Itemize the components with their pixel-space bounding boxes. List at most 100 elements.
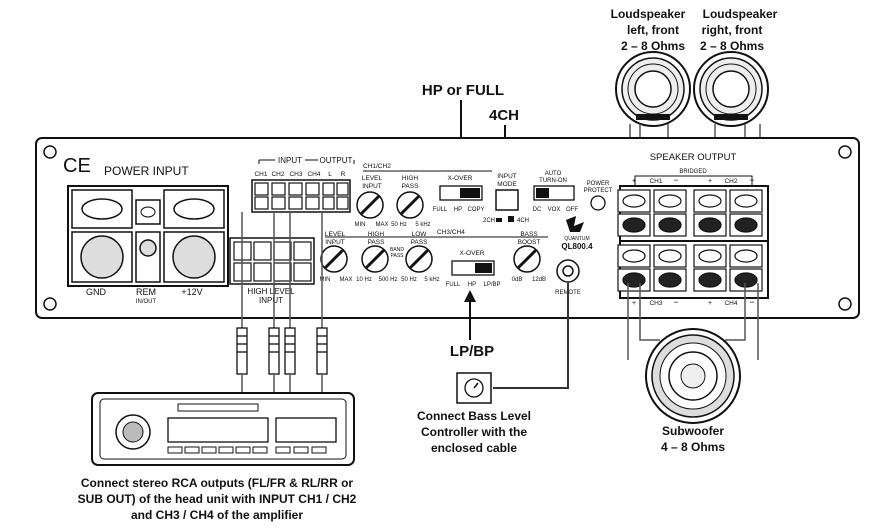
head-unit-label: Connect stereo RCA outputs (FL/FR & RL/R…	[78, 476, 357, 522]
high-pass-label: HIGH	[402, 175, 419, 182]
bridged-bracket	[634, 175, 753, 186]
power-terminal-block	[67, 185, 229, 287]
input-mode-4ch-mark	[508, 216, 514, 222]
speaker-terminal-screw	[622, 249, 646, 263]
speaker-terminal-screw	[658, 217, 682, 233]
subwoofer-label: Subwoofer	[662, 424, 724, 438]
lp-50hz-label: 50 Hz	[401, 277, 417, 283]
speaker-terminal-screw	[698, 272, 722, 288]
xover-label: X-OVER	[448, 175, 473, 182]
svg-text:Loudspeaker: Loudspeaker	[611, 7, 686, 21]
level2-max-label: MAX	[339, 277, 352, 283]
level-input-knob[interactable]	[356, 191, 384, 219]
input-mode-label-2: MODE	[497, 181, 517, 188]
logo-model-label: QL800.4	[561, 242, 593, 251]
rem-sub-label: IN/OUT	[136, 299, 157, 305]
hp-5khz-label: 5 kHz	[415, 222, 430, 228]
lpbp-arrow-head	[464, 290, 476, 302]
svg-text:and CH3 / CH4 of the amplifier: and CH3 / CH4 of the amplifier	[131, 508, 303, 522]
gnd-label: GND	[86, 287, 107, 297]
xover2-label: X-OVER	[460, 250, 485, 257]
band-pass-label-2: PASS	[391, 253, 405, 259]
speaker-terminal-screw	[734, 272, 758, 288]
auto-vox-label: VOX	[548, 207, 561, 213]
xover-copy-label: COPY	[467, 207, 484, 213]
high-level-label: HIGH LEVEL	[247, 287, 295, 296]
svg-text:2 – 8 Ohms: 2 – 8 Ohms	[621, 39, 685, 53]
speaker-terminal-screw	[658, 272, 682, 288]
bass-0db-label: 0dB	[512, 277, 523, 283]
input-mode-4ch-label: 4CH	[517, 218, 529, 224]
low-pass-label-2: PASS	[411, 239, 429, 246]
power-protect-led	[590, 195, 606, 211]
ch12-label: CH1/CH2	[363, 163, 391, 170]
level-max-label: MAX	[375, 222, 388, 228]
xover-hp-label: HP	[454, 207, 462, 213]
level-input2-label-2: INPUT	[325, 239, 345, 246]
power-protect-label-2: PROTECT	[584, 188, 613, 194]
level-input2-knob[interactable]	[320, 245, 348, 273]
bass-boost-knob[interactable]	[513, 245, 541, 273]
remote-jack[interactable]	[556, 259, 580, 283]
xover2-switch[interactable]	[451, 260, 495, 276]
four-ch-callout: 4CH	[489, 107, 519, 124]
rca-jack-block	[251, 179, 351, 213]
speaker-right-label: Loudspeaker right, front 2 – 8 Ohms	[700, 7, 778, 53]
subwoofer-icon	[645, 328, 741, 424]
high-pass2-label-2: PASS	[368, 239, 386, 246]
high-pass-knob[interactable]	[396, 191, 424, 219]
head-unit-icon	[91, 392, 355, 466]
rca-cables	[241, 212, 323, 330]
speaker-left-label: Loudspeaker left, front 2 – 8 Ohms	[611, 7, 686, 53]
high-pass-label-2: PASS	[402, 183, 420, 190]
svg-text:enclosed cable: enclosed cable	[431, 441, 517, 455]
svg-text:R: R	[341, 171, 346, 178]
subwoofer-wires	[627, 283, 759, 360]
loudspeaker-right-icon	[693, 51, 769, 127]
speaker-terminal-block	[617, 185, 769, 299]
svg-text:CH1: CH1	[254, 171, 267, 178]
level-min-label: MIN	[355, 222, 366, 228]
speaker-terminal-screw	[734, 249, 758, 263]
high-level-input-connector	[229, 237, 315, 285]
svg-text:left, front: left, front	[627, 23, 679, 37]
ch1-label: CH1	[649, 178, 662, 185]
input-mode-2ch-mark	[496, 218, 502, 222]
bass-controller-label: Connect Bass Level Controller with the e…	[417, 409, 531, 455]
svg-text:2 – 8 Ohms: 2 – 8 Ohms	[700, 39, 764, 53]
auto-turn-on-switch[interactable]	[533, 185, 575, 201]
svg-text:Loudspeaker: Loudspeaker	[703, 7, 778, 21]
speaker-terminal-screw	[734, 194, 758, 208]
loudspeaker-left-icon	[615, 51, 691, 127]
svg-text:INPUT: INPUT	[278, 156, 302, 165]
low-pass-knob[interactable]	[405, 245, 433, 273]
ch34-label: CH3/CH4	[437, 229, 465, 236]
lpbp-callout: LP/BP	[450, 343, 494, 360]
bass-boost-label-2: BOOST	[518, 239, 541, 246]
input-mode-2ch-label: 2CH	[483, 218, 495, 224]
auto-turn-on-label: AUTO	[545, 171, 562, 177]
level-input2-label: LEVEL	[325, 231, 346, 238]
speaker-terminal-screw	[622, 194, 646, 208]
high-pass2-label: HIGH	[368, 231, 385, 238]
speaker-output-label: SPEAKER OUTPUT	[650, 152, 737, 163]
xover-switch[interactable]	[439, 185, 483, 201]
band-pass-label: BAND	[390, 247, 404, 253]
ch4-minus: −	[749, 297, 754, 307]
plus12-label: +12V	[181, 287, 202, 297]
input-mode-label: INPUT	[497, 173, 517, 180]
brand-logo-icon	[566, 216, 584, 232]
ch3-plus: +	[632, 300, 636, 307]
bridged-label: BRIDGED	[679, 169, 707, 175]
auto-dc-label: DC	[533, 207, 542, 213]
rca-plugs-icon	[236, 327, 328, 375]
high-pass2-knob[interactable]	[361, 245, 389, 273]
auto-turn-on-label-2: TURN-ON	[539, 178, 567, 184]
hp-50hz-label: 50 Hz	[391, 222, 407, 228]
bass-12db-label: 12dB	[532, 277, 546, 283]
xover2-lpbp-label: LP/BP	[483, 282, 500, 288]
power-input-label: POWER INPUT	[104, 164, 189, 178]
speaker-terminal-screw	[658, 249, 682, 263]
input-mode-button[interactable]	[495, 189, 519, 211]
